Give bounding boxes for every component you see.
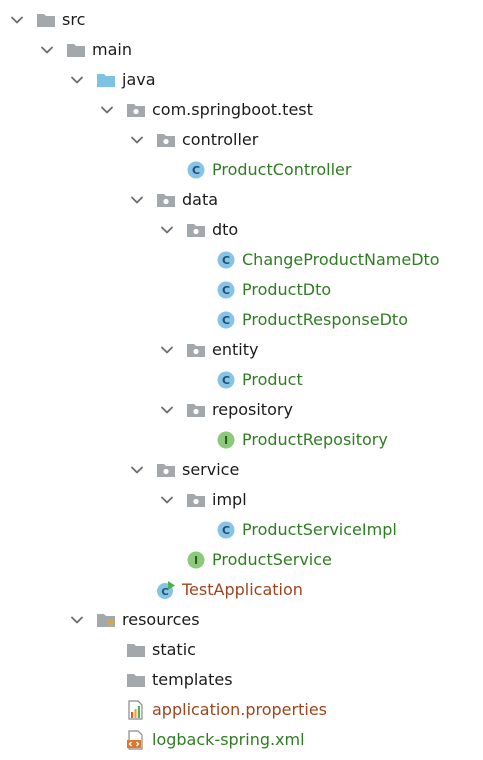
chevron-down-icon[interactable] bbox=[160, 223, 174, 237]
package-icon bbox=[156, 460, 176, 480]
class-icon bbox=[216, 520, 236, 540]
chevron-down-icon[interactable] bbox=[160, 403, 174, 417]
tree-node-label: ProductService bbox=[212, 550, 332, 569]
tree-node-templates[interactable]: templates bbox=[0, 665, 483, 695]
folder-icon bbox=[36, 10, 56, 30]
tree-node-label: resources bbox=[122, 610, 200, 629]
package-icon bbox=[126, 100, 146, 120]
tree-node-label: data bbox=[182, 190, 219, 209]
tree-node-label: ChangeProductNameDto bbox=[242, 250, 440, 269]
package-icon bbox=[186, 490, 206, 510]
interface-icon bbox=[216, 430, 236, 450]
tree-node-label: ProductServiceImpl bbox=[242, 520, 397, 539]
class-icon bbox=[216, 370, 236, 390]
chevron-down-icon[interactable] bbox=[40, 43, 54, 57]
tree-node-resources[interactable]: resources bbox=[0, 605, 483, 635]
tree-node-logback-spring-xml[interactable]: logback-spring.xml bbox=[0, 725, 483, 755]
tree-node-test-application[interactable]: TestApplication bbox=[0, 575, 483, 605]
tree-node-repository[interactable]: repository bbox=[0, 395, 483, 425]
tree-node-data[interactable]: data bbox=[0, 185, 483, 215]
tree-node-static[interactable]: static bbox=[0, 635, 483, 665]
tree-node-main[interactable]: main bbox=[0, 35, 483, 65]
tree-node-label: impl bbox=[212, 490, 247, 509]
tree-node-label: java bbox=[122, 70, 156, 89]
folder-icon bbox=[66, 40, 86, 60]
tree-node-label: entity bbox=[212, 340, 259, 359]
tree-node-product-dto[interactable]: ProductDto bbox=[0, 275, 483, 305]
tree-node-change-product-name-dto[interactable]: ChangeProductNameDto bbox=[0, 245, 483, 275]
chevron-down-icon[interactable] bbox=[160, 343, 174, 357]
chevron-down-icon[interactable] bbox=[130, 133, 144, 147]
folder-icon bbox=[126, 670, 146, 690]
resources-folder-icon bbox=[96, 610, 116, 630]
tree-node-label: templates bbox=[152, 670, 233, 689]
tree-node-product[interactable]: Product bbox=[0, 365, 483, 395]
package-icon bbox=[186, 400, 206, 420]
tree-node-label: src bbox=[62, 10, 86, 29]
tree-node-dto[interactable]: dto bbox=[0, 215, 483, 245]
tree-node-product-repository[interactable]: ProductRepository bbox=[0, 425, 483, 455]
tree-node-label: service bbox=[182, 460, 240, 479]
tree-node-label: repository bbox=[212, 400, 293, 419]
tree-node-product-service-impl[interactable]: ProductServiceImpl bbox=[0, 515, 483, 545]
tree-node-label: logback-spring.xml bbox=[152, 730, 305, 749]
chevron-down-icon[interactable] bbox=[160, 493, 174, 507]
package-icon bbox=[186, 220, 206, 240]
folder-icon bbox=[126, 640, 146, 660]
tree-node-product-service[interactable]: ProductService bbox=[0, 545, 483, 575]
tree-node-label: TestApplication bbox=[182, 580, 303, 599]
tree-node-label: main bbox=[92, 40, 132, 59]
package-icon bbox=[156, 130, 176, 150]
tree-node-product-response-dto[interactable]: ProductResponseDto bbox=[0, 305, 483, 335]
properties-file-icon bbox=[126, 700, 146, 720]
package-icon bbox=[186, 340, 206, 360]
class-icon bbox=[216, 280, 236, 300]
chevron-down-icon[interactable] bbox=[70, 73, 84, 87]
tree-node-label: com.springboot.test bbox=[152, 100, 313, 119]
tree-node-java[interactable]: java bbox=[0, 65, 483, 95]
class-icon bbox=[216, 250, 236, 270]
tree-node-impl[interactable]: impl bbox=[0, 485, 483, 515]
tree-node-label: dto bbox=[212, 220, 239, 239]
spring-application-class-icon bbox=[156, 580, 176, 600]
tree-node-package-root[interactable]: com.springboot.test bbox=[0, 95, 483, 125]
chevron-down-icon[interactable] bbox=[130, 463, 144, 477]
chevron-down-icon[interactable] bbox=[100, 103, 114, 117]
tree-node-label: application.properties bbox=[152, 700, 327, 719]
tree-node-label: ProductRepository bbox=[242, 430, 388, 449]
tree-node-product-controller[interactable]: ProductController bbox=[0, 155, 483, 185]
tree-node-label: ProductDto bbox=[242, 280, 332, 299]
tree-node-entity[interactable]: entity bbox=[0, 335, 483, 365]
chevron-down-icon[interactable] bbox=[70, 613, 84, 627]
tree-node-controller[interactable]: controller bbox=[0, 125, 483, 155]
chevron-down-icon[interactable] bbox=[130, 193, 144, 207]
chevron-down-icon[interactable] bbox=[10, 13, 24, 27]
tree-node-src[interactable]: src bbox=[0, 5, 483, 35]
tree-node-label: ProductController bbox=[212, 160, 352, 179]
xml-file-icon bbox=[126, 730, 146, 750]
package-icon bbox=[156, 190, 176, 210]
tree-node-service[interactable]: service bbox=[0, 455, 483, 485]
tree-node-application-properties[interactable]: application.properties bbox=[0, 695, 483, 725]
tree-node-label: controller bbox=[182, 130, 259, 149]
class-icon bbox=[216, 310, 236, 330]
class-icon bbox=[186, 160, 206, 180]
tree-node-label: ProductResponseDto bbox=[242, 310, 408, 329]
source-folder-icon bbox=[96, 70, 116, 90]
tree-node-label: Product bbox=[242, 370, 303, 389]
interface-icon bbox=[186, 550, 206, 570]
tree-node-label: static bbox=[152, 640, 196, 659]
